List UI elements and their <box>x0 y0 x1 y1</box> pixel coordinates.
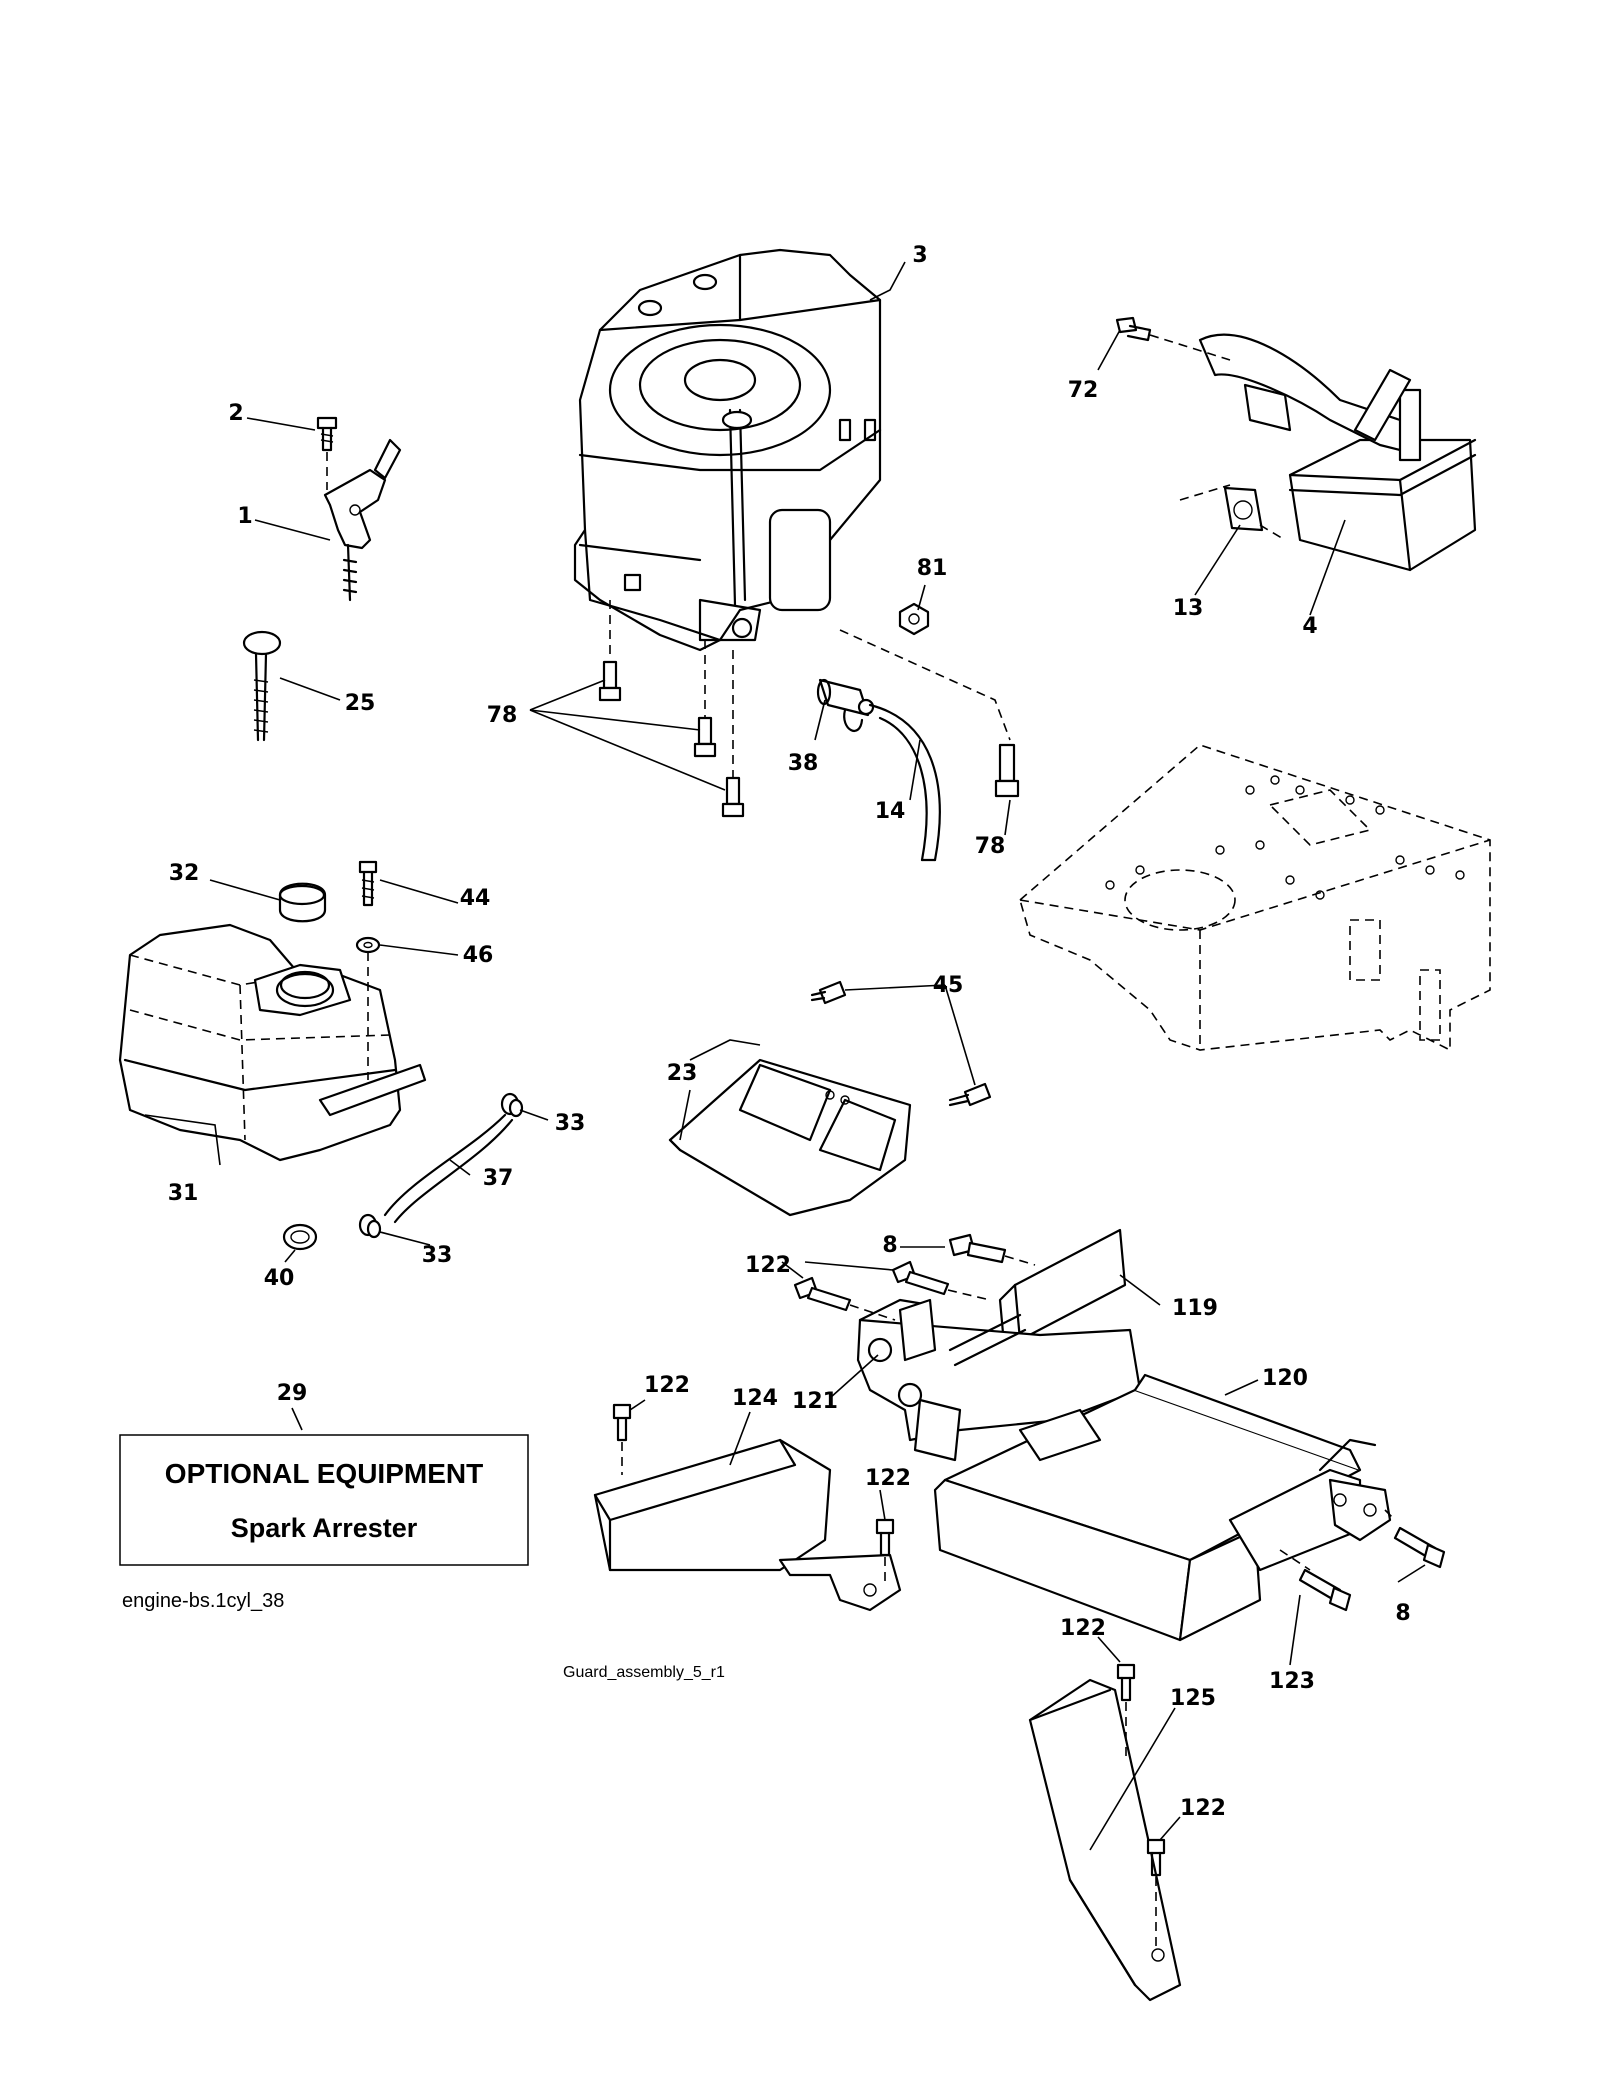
bolt-part-122-deflector-bottom <box>1146 1838 1166 1950</box>
bolt-part-122-mid <box>875 1518 895 1585</box>
callout-8-upper: 8 <box>882 1233 897 1258</box>
guard-reference-label: Guard_assembly_5_r1 <box>563 1664 725 1681</box>
screw-part-44 <box>358 860 378 907</box>
callout-40: 40 <box>264 1266 295 1291</box>
screw-part-2 <box>316 416 338 490</box>
engine-reference-label: engine-bs.1cyl_38 <box>122 1590 284 1612</box>
callout-120: 120 <box>1262 1366 1308 1391</box>
fuel-hose-part-37 <box>383 1113 514 1224</box>
chassis-reference <box>1019 744 1491 1052</box>
callout-numbers: 3 2 1 25 72 13 4 81 78 38 14 78 32 44 46… <box>168 243 1411 1821</box>
clamp-part-33-upper <box>500 1092 524 1118</box>
muffler-dash-line-2 <box>1259 524 1286 541</box>
engine-bolt-dash-lines <box>609 600 1011 780</box>
callout-44: 44 <box>460 886 491 911</box>
callout-72: 72 <box>1068 378 1099 403</box>
callout-29: 29 <box>277 1381 308 1406</box>
callout-14: 14 <box>875 799 906 824</box>
callout-46: 46 <box>463 943 494 968</box>
bolt-part-123 <box>1279 1549 1352 1612</box>
bolt-part-72 <box>1115 316 1231 361</box>
callout-4: 4 <box>1302 614 1317 639</box>
guard-bracket-part-121 <box>856 1298 1142 1462</box>
muffler-part-4 <box>1198 333 1477 572</box>
leader-lines <box>144 261 1426 1851</box>
callout-122-left: 122 <box>644 1373 690 1398</box>
callout-2: 2 <box>228 401 243 426</box>
nut-81 <box>898 602 930 636</box>
callout-38: 38 <box>788 751 819 776</box>
engine-bolts-78 <box>598 660 1020 818</box>
bolt-part-122-deflector-top <box>1116 1663 1136 1760</box>
callout-124: 124 <box>732 1386 778 1411</box>
callout-119: 119 <box>1172 1296 1218 1321</box>
bolt-part-8-upper <box>948 1233 1036 1266</box>
callout-122-deflector-bottom: 122 <box>1180 1796 1226 1821</box>
callout-32: 32 <box>169 861 200 886</box>
guard-chute-part-124 <box>593 1438 902 1612</box>
callout-33-upper: 33 <box>555 1111 586 1136</box>
fuel-cap-part-32 <box>278 882 327 923</box>
bolts-part-122-upper <box>793 1260 991 1321</box>
clamp-part-33-lower <box>358 1213 382 1239</box>
callout-122-deflector-top: 122 <box>1060 1616 1106 1641</box>
callout-78-group: 78 <box>487 703 518 728</box>
guard-tray-part-120 <box>933 1373 1392 1642</box>
callout-25: 25 <box>345 691 376 716</box>
bolts-part-45 <box>810 980 992 1107</box>
fuel-line-14 <box>868 703 941 862</box>
muffler-dash-line <box>1179 484 1231 501</box>
throttle-control-part-1 <box>323 438 402 602</box>
callout-13: 13 <box>1173 596 1204 621</box>
callout-123: 123 <box>1269 1669 1315 1694</box>
fuel-tank-part-31 <box>118 923 427 1162</box>
fuel-filter-38 <box>816 678 875 732</box>
optional-equipment-subtitle: Spark Arrester <box>231 1513 418 1543</box>
callout-125: 125 <box>1170 1686 1216 1711</box>
gasket-part-13 <box>1223 486 1264 532</box>
callout-37: 37 <box>483 1166 514 1191</box>
grommet-part-40 <box>282 1223 318 1251</box>
heat-shield-part-23 <box>668 1058 912 1217</box>
callout-8-lower: 8 <box>1395 1601 1410 1626</box>
callout-122-mid: 122 <box>865 1466 911 1491</box>
callout-23: 23 <box>667 1061 698 1086</box>
optional-equipment-box: OPTIONAL EQUIPMENT Spark Arrester <box>119 1434 529 1566</box>
callout-121: 121 <box>792 1389 838 1414</box>
callout-45: 45 <box>933 973 964 998</box>
callout-81: 81 <box>917 556 948 581</box>
knob-part-25 <box>242 630 282 742</box>
guard-deflector-part-125 <box>1028 1678 1182 2002</box>
callout-122-upper: 122 <box>745 1253 791 1278</box>
callout-31: 31 <box>168 1181 199 1206</box>
callout-33-lower: 33 <box>422 1243 453 1268</box>
engine-part-3 <box>573 248 882 652</box>
washer-part-46 <box>355 936 381 954</box>
optional-equipment-title: OPTIONAL EQUIPMENT <box>165 1458 483 1489</box>
callout-3: 3 <box>912 243 927 268</box>
bolt-part-8-lower <box>1384 1509 1446 1569</box>
callout-1: 1 <box>237 504 252 529</box>
callout-78-single: 78 <box>975 834 1006 859</box>
bolt-part-122-left <box>612 1403 632 1475</box>
